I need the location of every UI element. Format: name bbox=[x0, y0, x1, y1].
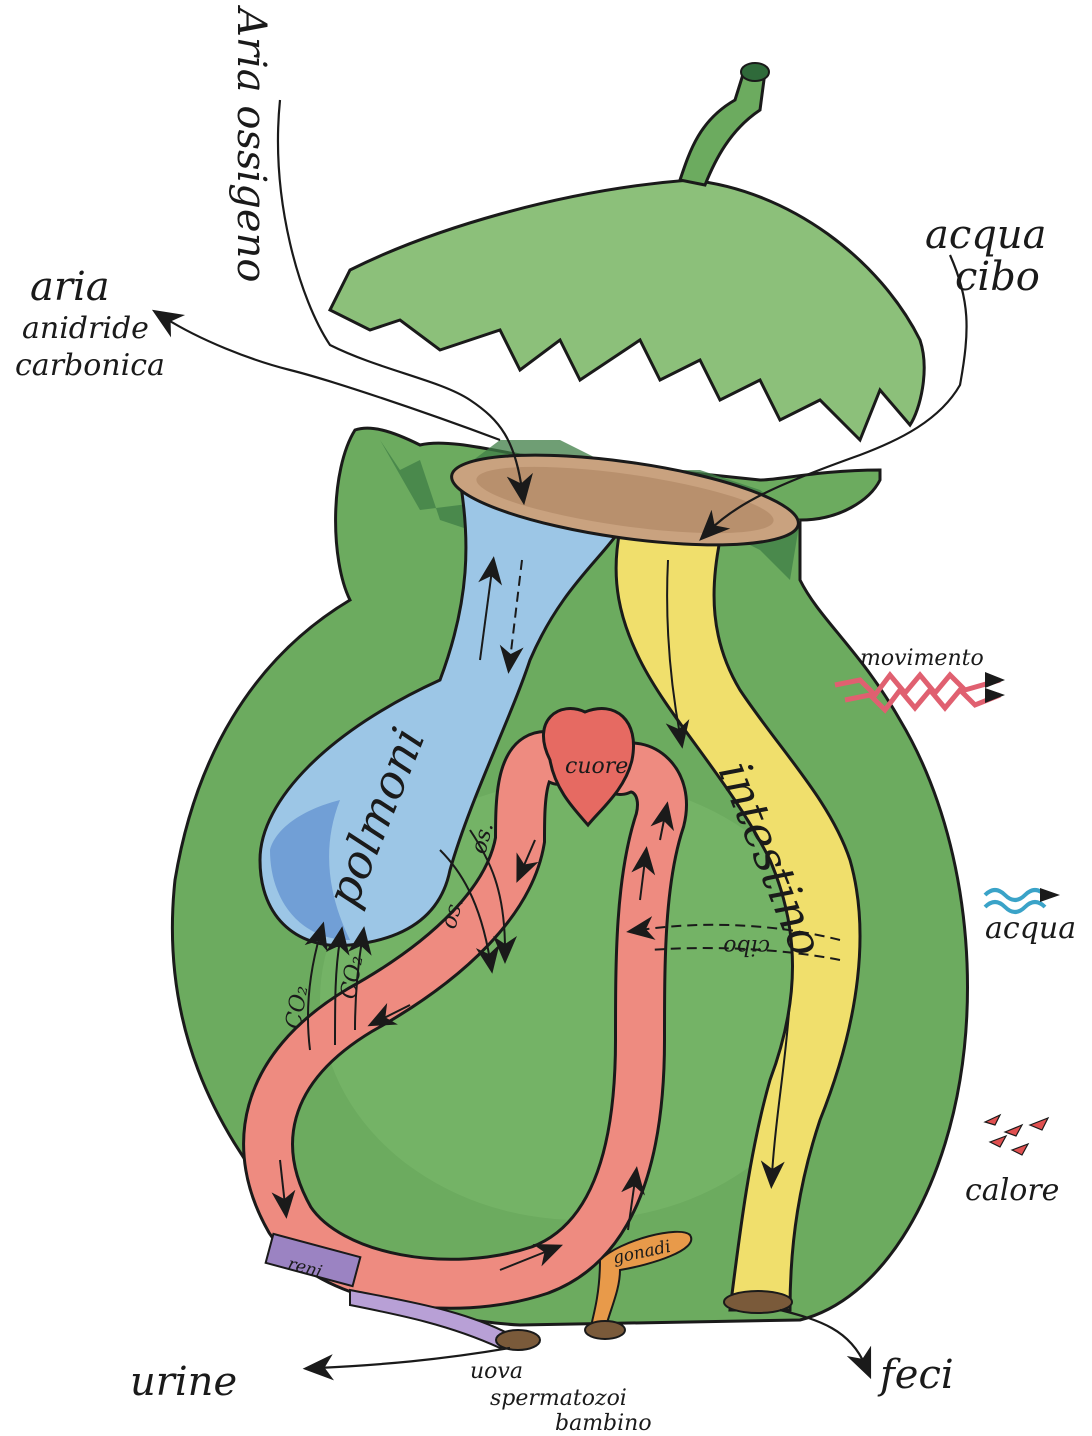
lid-stem-top bbox=[741, 63, 769, 81]
genital-opening bbox=[585, 1321, 625, 1339]
lid bbox=[330, 180, 924, 440]
label-acqua-in: acqua bbox=[925, 212, 1046, 258]
urethra-opening bbox=[496, 1330, 540, 1350]
label-urine: urine bbox=[130, 1359, 237, 1405]
lid-stem bbox=[680, 68, 765, 185]
label-anidride: anidride bbox=[22, 311, 149, 346]
label-spermatozoi: spermatozoi bbox=[490, 1386, 627, 1411]
label-bambino: bambino bbox=[555, 1411, 652, 1436]
label-acqua-out: acqua bbox=[985, 911, 1076, 946]
label-carbonica: carbonica bbox=[15, 348, 165, 383]
food-flow-label: cibo bbox=[723, 934, 770, 959]
label-cibo-in: cibo bbox=[955, 254, 1040, 300]
label-aria-ossigeno: Aria ossigeno bbox=[228, 4, 274, 282]
heart-label: cuore bbox=[565, 754, 628, 779]
water-symbol bbox=[985, 888, 1060, 912]
label-calore: calore bbox=[965, 1173, 1059, 1208]
heat-symbol bbox=[985, 1115, 1048, 1155]
label-feci: feci bbox=[877, 1352, 954, 1398]
label-movimento: movimento bbox=[860, 646, 984, 671]
label-uova: uova bbox=[470, 1359, 523, 1384]
label-aria-out: aria bbox=[30, 264, 110, 310]
